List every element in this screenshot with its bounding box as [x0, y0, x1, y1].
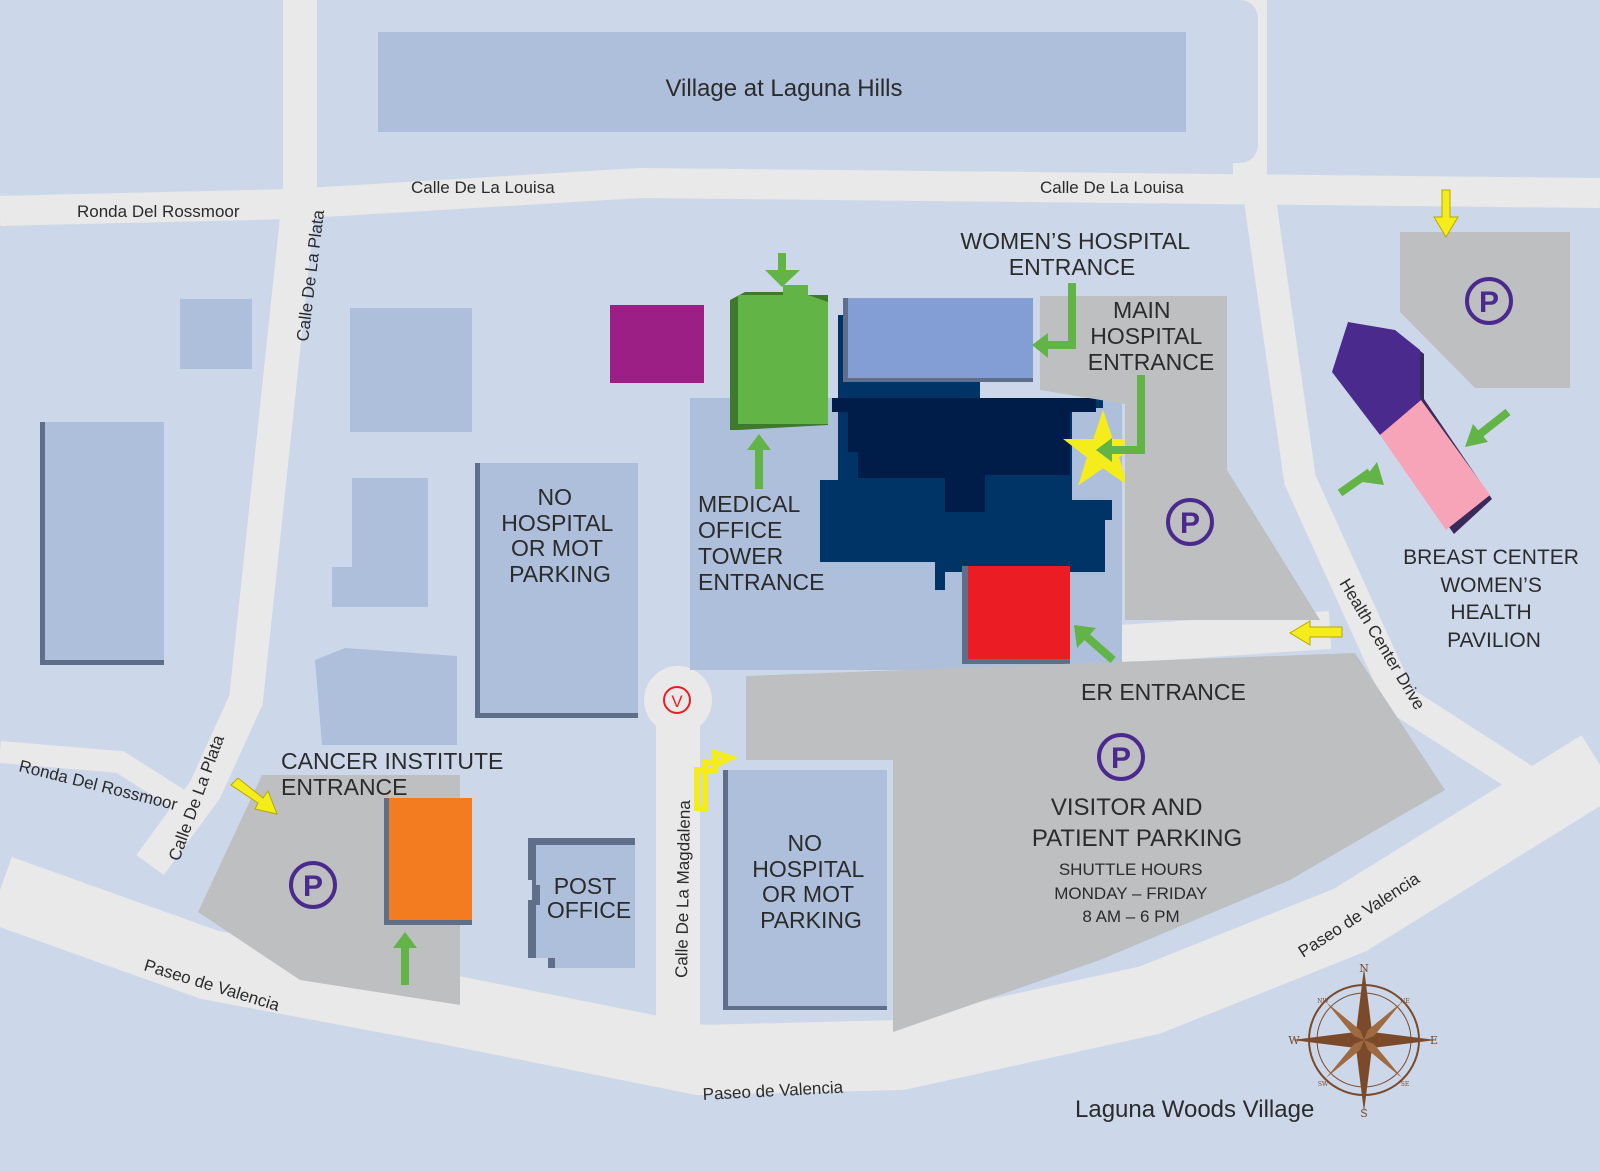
post-office-building: [536, 845, 635, 968]
parking-icon: [1465, 277, 1513, 325]
magenta-building: [610, 305, 704, 383]
yellow-arrow-magdalena: [694, 748, 739, 811]
road-label-louisa-west: Calle De La Louisa: [411, 178, 555, 197]
no-parking-label-1: NO HOSPITAL OR MOT PARKING: [501, 484, 619, 587]
no-parking-building-2: [728, 770, 887, 1006]
arrow-er: [1084, 634, 1116, 663]
entrance-arrows: [401, 253, 1511, 985]
block-village: [378, 32, 1186, 132]
parking-icon-letter: P: [303, 870, 323, 903]
er-building: [968, 566, 1070, 659]
compass-ne-label: NE: [1400, 998, 1410, 1005]
parking-icon: [289, 861, 337, 909]
arrow-womens: [1046, 283, 1076, 349]
yellow-arrow-northeast-lot: [1433, 189, 1459, 238]
womens-hospital-building: [848, 298, 1033, 378]
compass-nw-label: NW: [1317, 998, 1329, 1005]
parking-lot-northeast: [1400, 232, 1570, 388]
breast-center-upper: [1332, 322, 1421, 435]
cancer-entrance-label: CANCER INSTITUTE ENTRANCE: [281, 748, 510, 800]
road-calle-de-la-plata: [136, 0, 317, 876]
village-label: Village at Laguna Hills: [665, 75, 902, 102]
main-entrance-label: MAIN HOSPITAL ENTRANCE: [1088, 297, 1215, 375]
compass-n-label: N: [1359, 962, 1369, 975]
er-entrance-label: ER ENTRANCE: [1081, 679, 1246, 705]
womens-entrance-label: WOMEN’S HOSPITAL ENTRANCE: [960, 228, 1195, 280]
main-hospital-core: [832, 398, 1096, 512]
shuttle-hours-label: SHUTTLE HOURS MONDAY – FRIDAY 8 AM – 6 P…: [1054, 860, 1211, 926]
arrow-breast-left: [1337, 468, 1373, 497]
road-label-louisa-east: Calle De La Louisa: [1040, 178, 1184, 197]
compass-rose-icon: N S E W NE NW SE SW: [1288, 962, 1438, 1120]
directional-arrows: [230, 189, 1459, 815]
west-buildings: [40, 299, 472, 745]
road-paseo-de-valencia: [0, 735, 1600, 1096]
compass-sw-label: SW: [1318, 1081, 1329, 1088]
valet-icon: [663, 686, 691, 714]
parking-icon: [1097, 733, 1145, 781]
arrow-main: [1110, 375, 1145, 454]
parking-lot-main: [1040, 296, 1320, 620]
road-health-center-drive: [1244, 197, 1549, 804]
no-parking-label-2: NO HOSPITAL OR MOT PARKING: [752, 830, 870, 933]
yellow-arrow-cancer: [230, 777, 278, 815]
breast-center-lower: [1380, 400, 1490, 530]
parking-symbols: [289, 277, 1513, 909]
breast-center-label: BREAST CENTER WOMEN’S HEALTH PAVILION: [1403, 546, 1585, 652]
compass-se-label: SE: [1401, 1081, 1410, 1088]
road-label-ronda-north: Ronda Del Rossmoor: [77, 202, 240, 221]
road-ronda-del-rossmoor-south: [0, 741, 186, 810]
parking-icon-letter: P: [1111, 742, 1131, 775]
parking-icon-letter: P: [1180, 507, 1200, 540]
valet-circle: [644, 666, 712, 734]
arrow-breast-right: [1477, 408, 1511, 438]
no-parking-building-1: [480, 463, 638, 713]
valet-icon-letter: V: [671, 692, 683, 711]
road-calle-de-la-louisa: [0, 167, 1600, 226]
compass-w-label: W: [1288, 1034, 1300, 1047]
parking-icon: [1166, 498, 1214, 546]
yellow-arrow-er-road: [1289, 620, 1343, 646]
parking-lot-visitor: [746, 653, 1445, 1032]
visitor-parking-label: VISITOR AND PATIENT PARKING: [1032, 794, 1242, 852]
medical-office-tower: [738, 285, 828, 424]
post-office-label: POST OFFICE: [547, 873, 631, 923]
compass-s-label: S: [1360, 1107, 1368, 1120]
mot-entrance-label: MEDICAL OFFICE TOWER ENTRANCE: [698, 491, 825, 595]
compass-e-label: E: [1430, 1034, 1438, 1047]
laguna-woods-label: Laguna Woods Village: [1075, 1096, 1314, 1123]
cancer-institute-building: [389, 798, 472, 920]
road-label-magdalena: Calle De La Magdalena: [672, 800, 694, 979]
parking-icon-letter: P: [1479, 286, 1499, 319]
